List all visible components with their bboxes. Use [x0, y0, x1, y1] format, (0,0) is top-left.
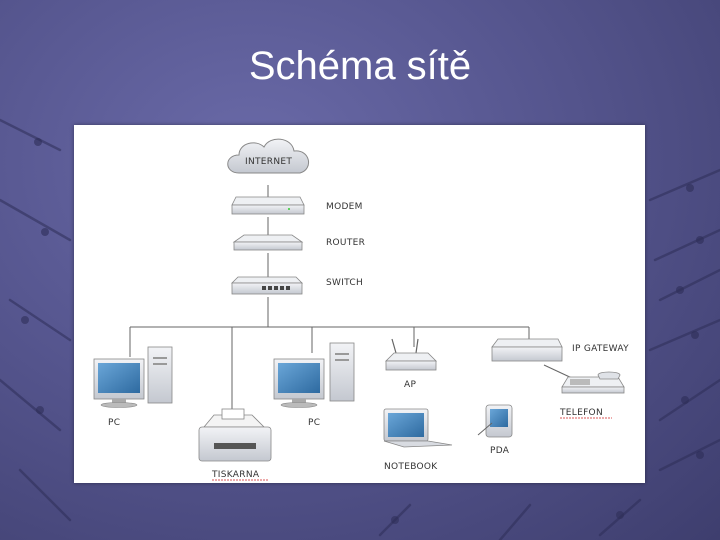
pc-left-label: PC — [108, 418, 120, 428]
router-label: ROUTER — [326, 238, 365, 248]
router-icon — [232, 234, 304, 251]
pda-icon — [477, 404, 513, 438]
modem-icon — [231, 196, 305, 215]
modem-label: MODEM — [326, 202, 363, 212]
phone-icon — [561, 371, 625, 394]
printer-icon — [198, 408, 272, 462]
switch-label: SWITCH — [326, 278, 363, 288]
notebook-label: NOTEBOOK — [384, 462, 438, 472]
pda-label: PDA — [490, 446, 510, 456]
notebook-icon — [383, 408, 453, 448]
phone-label: TELEFON — [559, 408, 603, 418]
pc-right-label: PC — [308, 418, 320, 428]
ip-gateway-icon — [491, 338, 563, 362]
internet-label: INTERNET — [245, 157, 292, 167]
ap-label: AP — [404, 380, 416, 390]
pc-right-icon — [273, 342, 355, 408]
printer-label: TISKARNA — [211, 470, 260, 480]
internet-cloud-icon — [227, 138, 309, 174]
network-diagram: INTERNET MODEM ROUTER SWITCH — [74, 125, 645, 483]
slide-title: Schéma sítě — [248, 44, 472, 88]
ip-gateway-label: IP GATEWAY — [572, 344, 629, 354]
switch-icon — [231, 276, 303, 295]
access-point-icon — [385, 338, 437, 371]
pc-left-icon — [93, 346, 173, 408]
